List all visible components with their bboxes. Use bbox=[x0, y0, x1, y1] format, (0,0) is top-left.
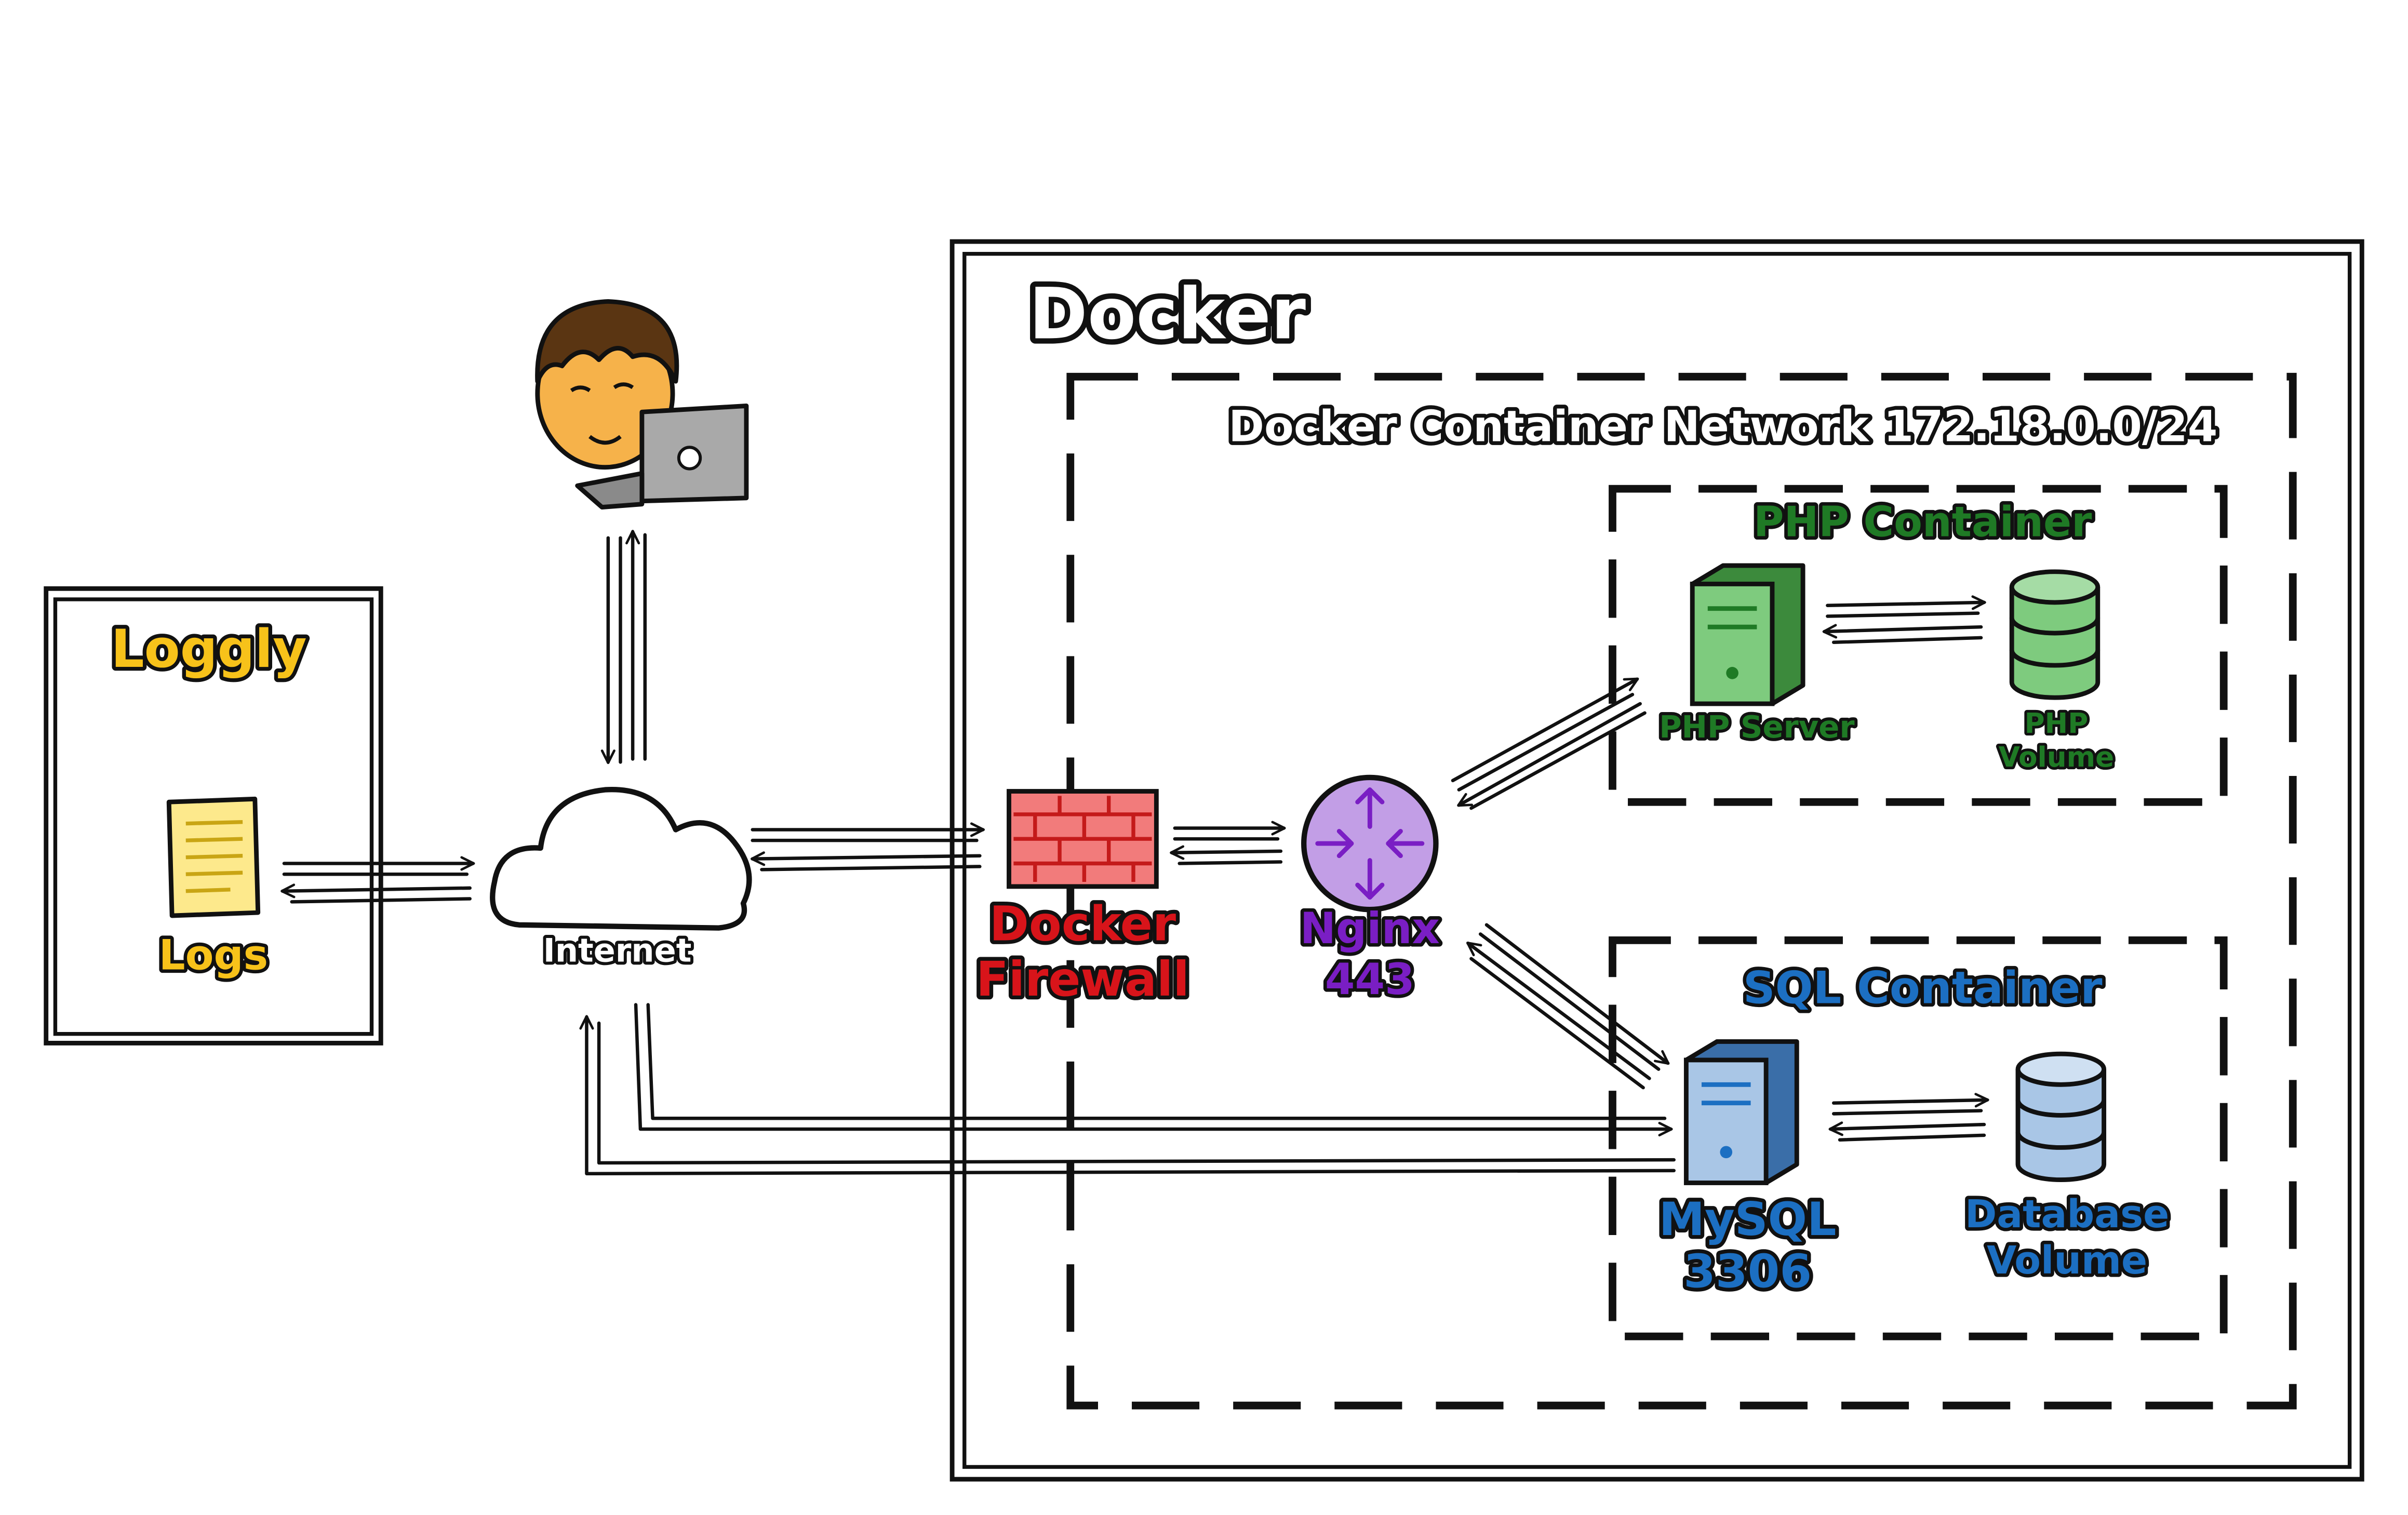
arrow-nginx-php bbox=[1451, 677, 1647, 810]
sql-container-box bbox=[1609, 936, 2228, 1340]
php-volume-label-line2: Volume bbox=[1999, 741, 2114, 773]
router-icon bbox=[1301, 774, 1439, 913]
arrow-mysql-dbvolume bbox=[1828, 1093, 1989, 1142]
docker-title: Docker bbox=[1029, 273, 1306, 355]
network-title: Docker Container Network 172.18.0.0/24 bbox=[1228, 401, 2217, 451]
arrow-user-internet bbox=[600, 530, 647, 765]
firewall-icon bbox=[1007, 789, 1159, 889]
arrow-nginx-mysql bbox=[1466, 923, 1670, 1090]
database-volume-icon bbox=[2015, 1051, 2107, 1182]
user-laptop-icon bbox=[535, 299, 749, 510]
mysql-label-line1: MySQL bbox=[1659, 1192, 1837, 1246]
database-volume-label-line1: Database bbox=[1965, 1192, 2169, 1237]
sql-container-title: SQL Container bbox=[1743, 962, 2103, 1014]
nginx-label-line2: 443 bbox=[1325, 954, 1415, 1004]
php-server-label: PHP Server bbox=[1659, 709, 1854, 745]
mysql-label-line2: 3306 bbox=[1683, 1245, 1812, 1298]
nginx-label-line1: Nginx bbox=[1300, 903, 1440, 954]
php-container-title: PHP Container bbox=[1754, 498, 2092, 546]
loggly-title: Loggly bbox=[111, 619, 307, 679]
arrow-internet-firewall bbox=[750, 822, 985, 872]
php-container-box bbox=[1609, 485, 2228, 806]
firewall-label-line2: Firewall bbox=[976, 951, 1189, 1007]
document-icon bbox=[166, 796, 261, 918]
cloud-icon bbox=[490, 787, 752, 931]
php-volume-label-line1: PHP bbox=[2025, 707, 2089, 740]
php-server-icon bbox=[1690, 563, 1805, 706]
container-network-box bbox=[1066, 372, 2297, 1410]
arrow-logs-internet bbox=[280, 856, 475, 904]
php-volume-icon bbox=[2009, 569, 2101, 700]
docker-box bbox=[949, 239, 2364, 1482]
arrow-internet-mysql bbox=[634, 1003, 1673, 1137]
firewall-label-line1: Docker bbox=[989, 896, 1176, 951]
internet-label: Internet bbox=[543, 932, 692, 970]
mysql-server-icon bbox=[1683, 1039, 1799, 1185]
arrow-firewall-nginx bbox=[1170, 821, 1286, 865]
arrow-mysql-internet bbox=[579, 1015, 1676, 1175]
database-volume-label-line2: Volume bbox=[1987, 1238, 2147, 1283]
arrow-phpserver-phpvolume bbox=[1822, 595, 1986, 645]
logs-label: Logs bbox=[159, 931, 268, 980]
